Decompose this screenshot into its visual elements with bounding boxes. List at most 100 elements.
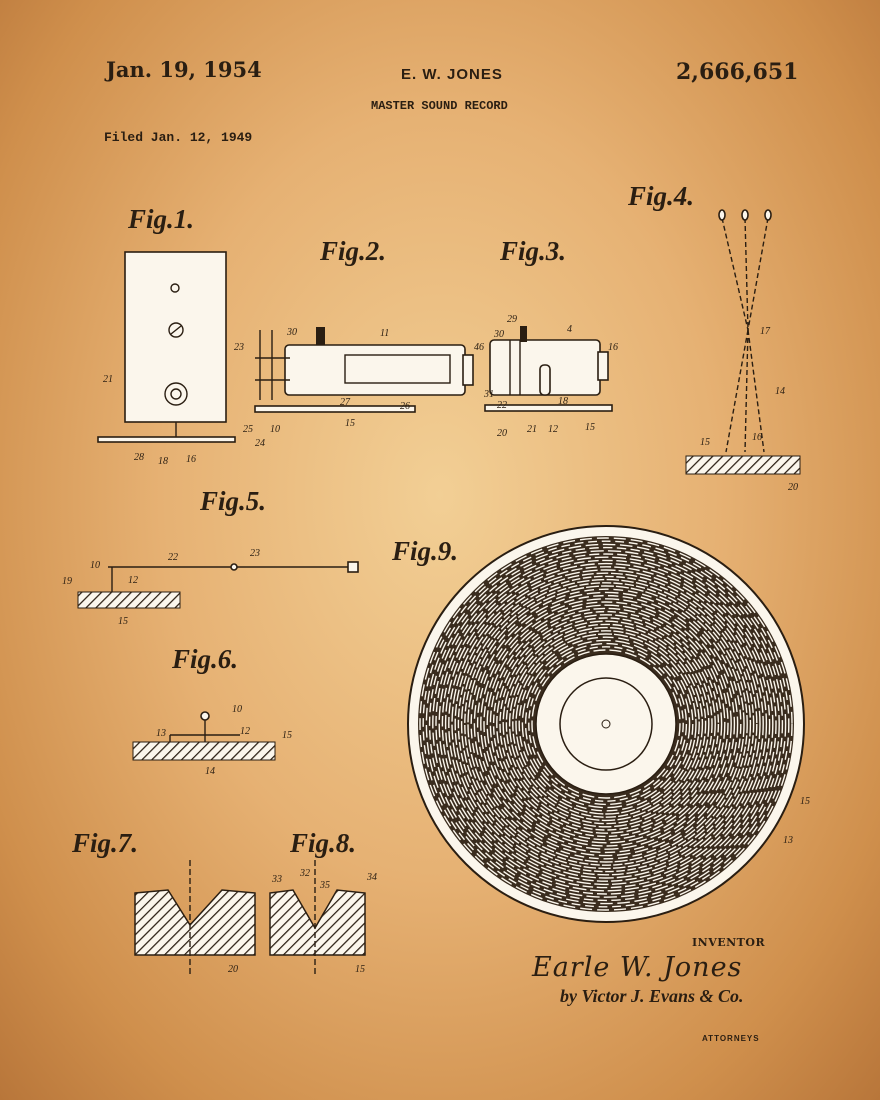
record-groove [524, 642, 688, 806]
svg-text:17: 17 [760, 326, 771, 337]
record-groove [515, 633, 697, 815]
record-groove [521, 639, 691, 809]
record-groove [435, 553, 777, 895]
svg-text:15: 15 [700, 437, 710, 448]
figure-9-record-disc: 15 13 [407, 525, 810, 923]
record-groove [448, 566, 764, 882]
record-groove [432, 550, 780, 898]
inventor-signature: Earle W. Jones [532, 952, 743, 983]
svg-text:28: 28 [134, 452, 144, 463]
svg-text:11: 11 [380, 328, 389, 339]
svg-text:13: 13 [156, 728, 166, 739]
patent-date: Jan. 19, 1954 [106, 57, 262, 82]
record-groove [438, 556, 774, 892]
svg-text:22: 22 [168, 552, 178, 563]
record-groove [508, 626, 704, 822]
svg-text:33: 33 [271, 874, 282, 885]
svg-text:15: 15 [355, 964, 365, 975]
record-groove [419, 537, 793, 911]
svg-text:19: 19 [62, 576, 72, 587]
record-groove [422, 540, 790, 908]
svg-text:26: 26 [400, 401, 410, 412]
fig8-label: Fig.8. [289, 828, 356, 858]
svg-text:13: 13 [783, 835, 793, 846]
figure-2: Fig.2. 30 11 23 25 10 24 27 26 15 [234, 236, 474, 449]
svg-text:10: 10 [270, 424, 280, 435]
svg-text:20: 20 [228, 964, 238, 975]
record-groove [518, 636, 694, 812]
svg-text:34: 34 [366, 872, 377, 883]
inventor-name: E. W. JONES [401, 66, 503, 83]
svg-text:20: 20 [497, 428, 507, 439]
svg-text:12: 12 [128, 575, 138, 586]
fig1-label: Fig.1. [127, 204, 194, 234]
record-groove [505, 623, 707, 825]
record-groove [528, 646, 684, 802]
record-groove [454, 572, 758, 876]
svg-text:14: 14 [775, 386, 785, 397]
record-groove [451, 569, 761, 879]
record-groove [470, 588, 742, 860]
record-groove [496, 614, 716, 834]
svg-text:10: 10 [90, 560, 100, 571]
svg-text:4: 4 [567, 324, 572, 335]
fig7-label: Fig.7. [71, 828, 138, 858]
record-groove [489, 607, 723, 841]
svg-text:30: 30 [286, 327, 297, 338]
svg-text:16: 16 [752, 432, 762, 443]
svg-text:35: 35 [319, 880, 330, 891]
figure-5: Fig.5. 19 10 12 22 23 15 [62, 486, 359, 627]
svg-text:18: 18 [158, 456, 168, 467]
record-groove [473, 591, 739, 857]
record-groove [425, 543, 787, 905]
svg-text:16: 16 [186, 454, 196, 465]
fig6-label: Fig.6. [171, 644, 238, 674]
inventor-label: INVENTOR [692, 936, 766, 949]
record-groove [486, 604, 726, 844]
fig5-label: Fig.5. [199, 486, 266, 516]
record-groove [441, 559, 771, 889]
record-groove [492, 610, 720, 838]
record-groove [499, 617, 713, 831]
attorneys-label: ATTORNEYS [702, 1034, 760, 1043]
svg-text:15: 15 [585, 422, 595, 433]
record-groove [464, 582, 748, 866]
svg-text:12: 12 [240, 726, 250, 737]
patent-title: MASTER SOUND RECORD [371, 99, 508, 113]
record-groove [457, 575, 755, 873]
svg-text:18: 18 [558, 396, 568, 407]
svg-text:25: 25 [243, 424, 253, 435]
svg-text:12: 12 [548, 424, 558, 435]
fig9-label: Fig.9. [391, 536, 458, 566]
svg-text:15: 15 [800, 796, 810, 807]
figure-4: Fig.4. 17 14 15 16 20 [627, 181, 801, 493]
svg-text:29: 29 [507, 314, 517, 325]
figure-3: Fig.3. 29 4 30 46 31 22 20 21 12 18 15 1… [474, 236, 618, 439]
svg-text:20: 20 [788, 482, 798, 493]
record-groove [476, 594, 736, 854]
filed-date: Filed Jan. 12, 1949 [104, 130, 253, 145]
fig2-label: Fig.2. [319, 236, 386, 266]
svg-text:21: 21 [527, 424, 537, 435]
record-groove [531, 649, 681, 799]
record-groove [460, 578, 752, 870]
figure-1: Fig.1. 21 28 18 16 [97, 204, 236, 467]
svg-text:24: 24 [255, 438, 265, 449]
fig3-label: Fig.3. [499, 236, 566, 266]
svg-text:27: 27 [340, 397, 351, 408]
svg-text:31: 31 [483, 389, 494, 400]
svg-text:46: 46 [474, 342, 484, 353]
patent-number: 2,666,651 [676, 59, 799, 85]
fig4-label: Fig.4. [627, 181, 694, 211]
record-groove [467, 585, 745, 863]
figure-8: Fig.8. 33 32 35 34 15 [269, 828, 377, 975]
record-groove [480, 598, 732, 850]
svg-text:15: 15 [345, 418, 355, 429]
record-groove [483, 601, 729, 847]
svg-text:16: 16 [608, 342, 618, 353]
figure-7: Fig.7. 20 [71, 828, 256, 975]
record-groove [444, 562, 768, 886]
attorney-signature: by Victor J. Evans & Co. [560, 986, 744, 1006]
svg-text:22: 22 [497, 400, 507, 411]
